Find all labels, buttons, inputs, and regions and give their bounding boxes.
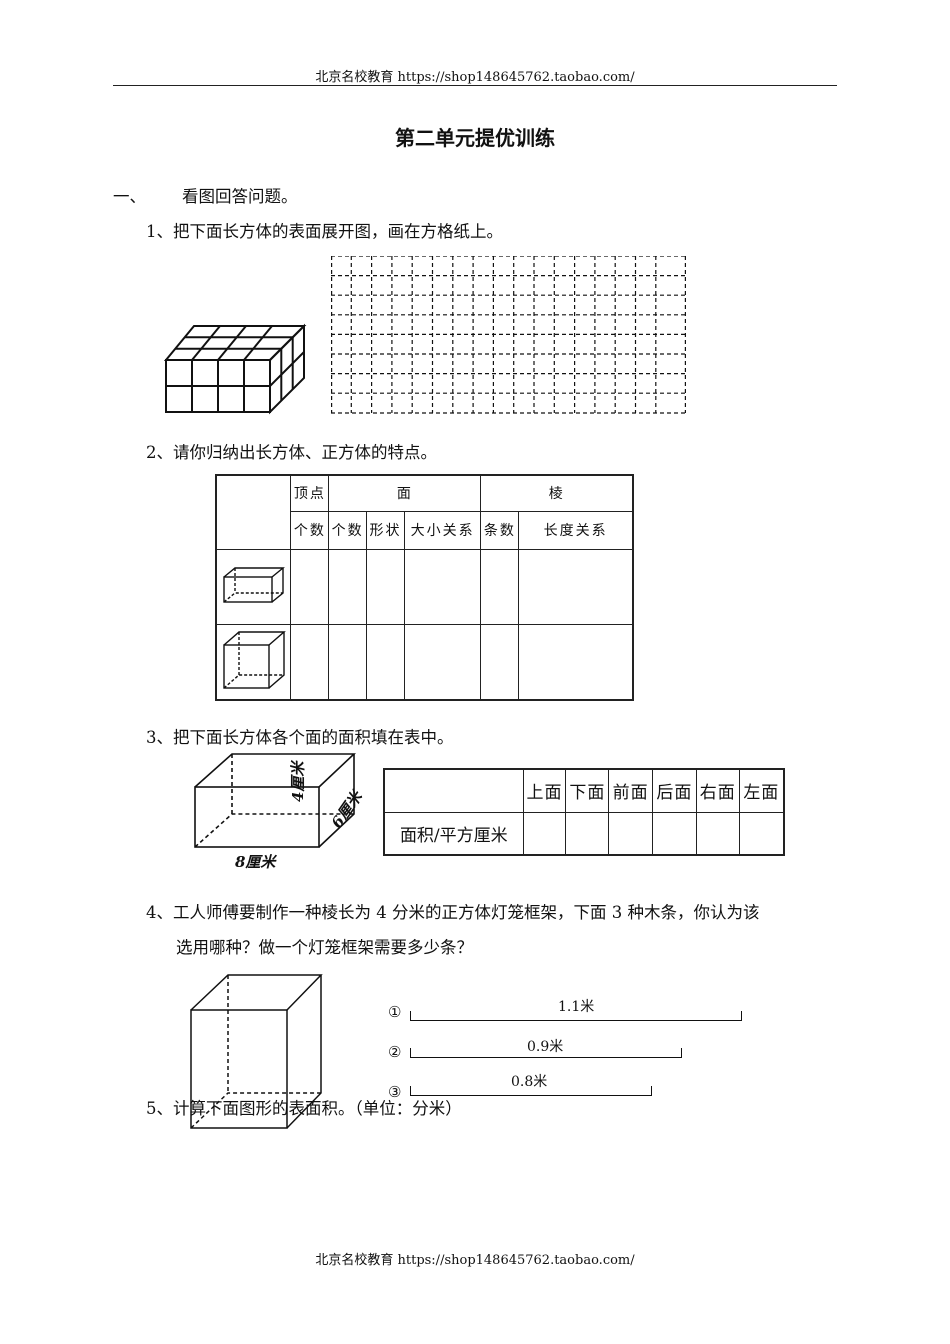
header-rule — [113, 85, 837, 86]
table-cell[interactable] — [522, 811, 567, 856]
row-label-area: 面积/平方厘米 — [383, 811, 524, 856]
table-cell[interactable] — [366, 548, 405, 625]
table-cell[interactable] — [738, 811, 785, 856]
table-cell[interactable] — [480, 548, 520, 625]
table-row-cube — [215, 623, 634, 701]
col-group-edge: 棱 — [480, 474, 634, 512]
question-1: 1、把下面长方体的表面展开图，画在方格纸上。 — [146, 222, 503, 241]
col-vertex-count: 个数 — [290, 510, 330, 550]
col-bottom: 下面 — [565, 768, 610, 813]
cuboid-figure — [194, 753, 357, 848]
features-table: 顶点 面 棱 个数 个数 形状 大小关系 条数 长度关系 — [215, 474, 634, 701]
col-left: 左面 — [738, 768, 785, 813]
section-heading: 看图回答问题。 — [182, 187, 298, 206]
cube-icon — [215, 623, 292, 701]
col-edge-count: 条数 — [480, 510, 520, 550]
table-cell[interactable] — [480, 623, 520, 701]
area-corner-cell — [383, 768, 524, 813]
table-cell[interactable] — [366, 623, 405, 701]
col-edge-length: 长度关系 — [518, 510, 634, 550]
grid-paper — [331, 256, 686, 414]
question-5: 5、计算下面图形的表面积。（单位：分米） — [146, 1099, 462, 1118]
col-back: 后面 — [652, 768, 697, 813]
cube-stack-figure — [163, 323, 307, 415]
col-group-face: 面 — [328, 474, 482, 512]
stick-3-mark: ③ — [388, 1083, 402, 1101]
page-footer: 北京名校教育 https://shop148645762.taobao.com/ — [315, 1253, 635, 1268]
stick-2-length: 0.9米 — [527, 1039, 564, 1055]
page-title: 第二单元提优训练 — [395, 126, 555, 150]
section-number: 一、 — [113, 187, 146, 206]
stick-1-mark: ① — [388, 1003, 402, 1021]
height-label: 4厘米 — [289, 761, 307, 802]
col-front: 前面 — [608, 768, 654, 813]
question-3: 3、把下面长方体各个面的面积填在表中。 — [146, 728, 454, 747]
cuboid-icon — [215, 548, 292, 625]
table-cell[interactable] — [695, 811, 740, 856]
table-cell[interactable] — [608, 811, 654, 856]
page-header: 北京名校教育 https://shop148645762.taobao.com/ — [315, 70, 635, 85]
col-face-size: 大小关系 — [403, 510, 482, 550]
col-face-count: 个数 — [328, 510, 368, 550]
table-cell[interactable] — [565, 811, 610, 856]
table-cell[interactable] — [290, 548, 330, 625]
length-label: 8厘米 — [235, 853, 276, 871]
question-2: 2、请你归纳出长方体、正方体的特点。 — [146, 443, 437, 462]
col-group-vertex: 顶点 — [290, 474, 330, 512]
table-cell[interactable] — [328, 548, 368, 625]
table-cell[interactable] — [518, 623, 634, 701]
table-cell[interactable] — [518, 548, 634, 625]
col-face-shape: 形状 — [366, 510, 405, 550]
table-cell[interactable] — [652, 811, 697, 856]
area-table: 上面 下面 前面 后面 右面 左面 面积/平方厘米 — [383, 768, 785, 856]
cube-frame-figure — [190, 974, 323, 1129]
stick-3 — [410, 1086, 652, 1096]
table-row-cuboid — [215, 548, 634, 625]
stick-3-length: 0.8米 — [511, 1074, 548, 1090]
stick-1-length: 1.1米 — [558, 999, 595, 1015]
question-4-line2: 选用哪种？做一个灯笼框架需要多少条？ — [176, 938, 473, 957]
question-4-line1: 4、工人师傅要制作一种棱长为 4 分米的正方体灯笼框架，下面 3 种木条，你认为… — [146, 903, 760, 922]
stick-1 — [410, 1011, 742, 1021]
table-cell[interactable] — [328, 623, 368, 701]
col-right: 右面 — [695, 768, 740, 813]
table-cell[interactable] — [290, 623, 330, 701]
stick-2 — [410, 1048, 682, 1058]
table-cell[interactable] — [403, 623, 482, 701]
col-top: 上面 — [522, 768, 567, 813]
stick-2-mark: ② — [388, 1043, 402, 1061]
corner-cell — [215, 474, 292, 550]
table-cell[interactable] — [403, 548, 482, 625]
